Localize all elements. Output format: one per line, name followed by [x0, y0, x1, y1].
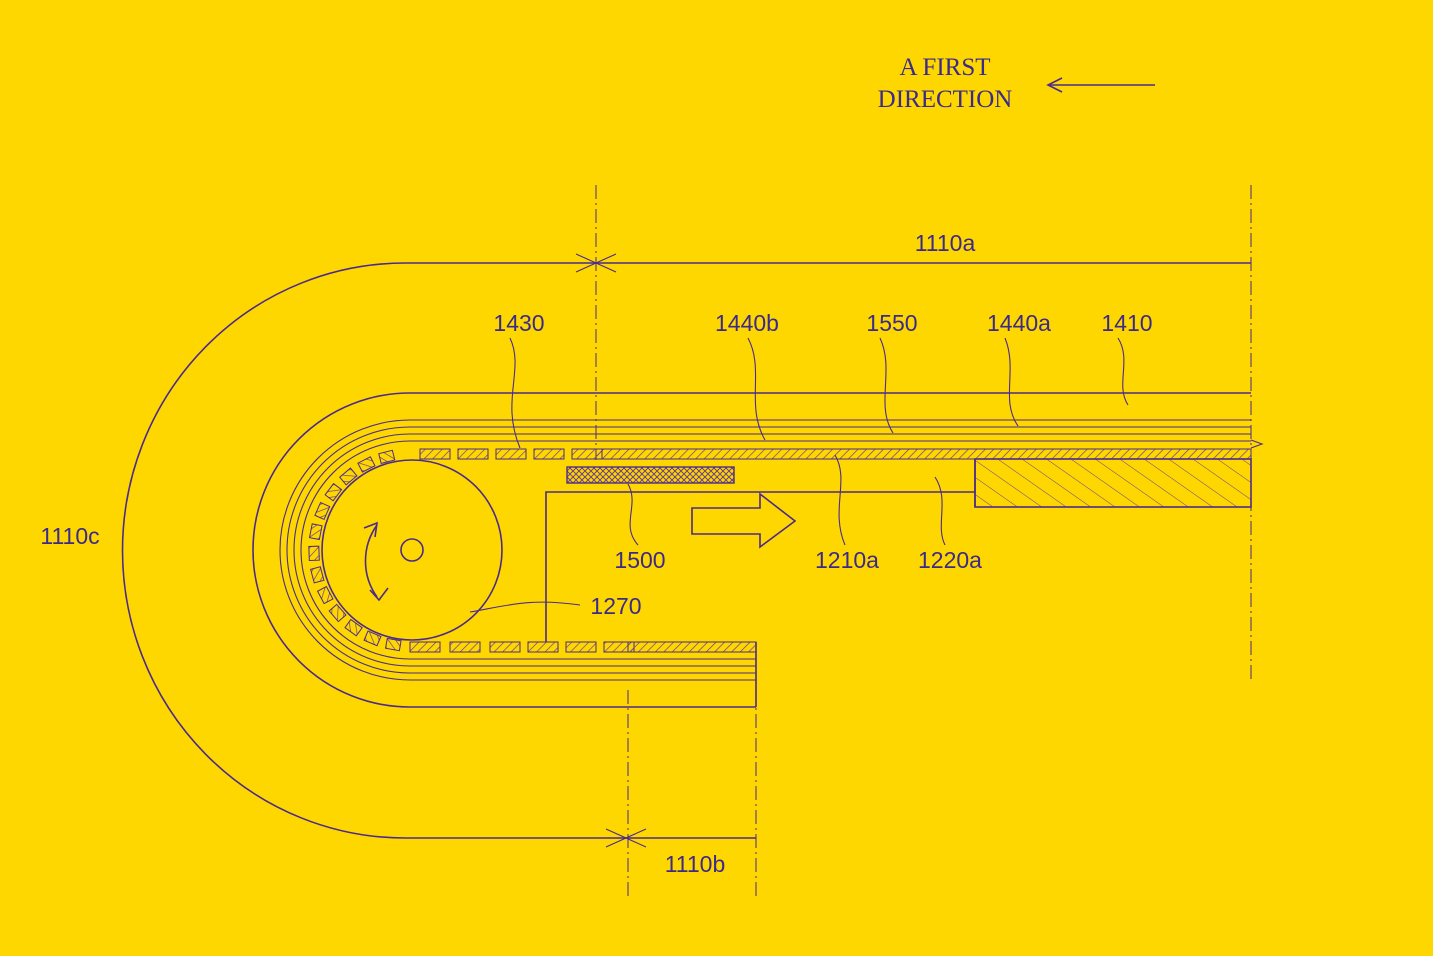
rotation-arrow-icon [363, 521, 389, 602]
plate-segment [378, 449, 396, 465]
plate-segment [316, 585, 334, 605]
reference-labels: 1110a 1110b 1110c 1430 1440b 1550 1440a … [40, 230, 1152, 877]
outer-boundary-1110 [121, 262, 1251, 839]
left-arrow-icon [1046, 77, 1155, 93]
bottom-plate-strip [627, 641, 757, 653]
plate-segment [409, 641, 441, 653]
plate-segment [384, 637, 402, 652]
plate-segment [457, 448, 489, 460]
plate-segment [339, 467, 358, 486]
plate-segment [344, 618, 363, 637]
label-1440b: 1440b [715, 310, 779, 336]
plate-segment [419, 448, 451, 460]
plate-segment [324, 482, 343, 502]
label-1220a: 1220a [918, 547, 982, 573]
plate-segment [308, 523, 323, 541]
first-direction-indicator: A FIRST DIRECTION [878, 54, 1155, 113]
reference-lines [595, 185, 1252, 900]
label-1210a: 1210a [815, 547, 879, 573]
plate-segment [310, 566, 325, 584]
label-1110c: 1110c [40, 523, 99, 549]
plate-segment [489, 641, 521, 653]
support-strip-1210a [595, 448, 1252, 460]
plate-segment [449, 641, 481, 653]
plate-segment [308, 545, 320, 562]
roller-1270 [321, 459, 503, 641]
block-1500 [566, 466, 735, 484]
label-1110a: 1110a [915, 230, 976, 256]
dimension-marker-bottom [605, 828, 647, 848]
plate-segment [533, 448, 565, 460]
plate-segment [495, 448, 527, 460]
slide-frame-1220a [545, 458, 1252, 642]
slide-direction-arrow-icon [691, 492, 797, 549]
plate-segment [571, 448, 603, 460]
label-1440a: 1440a [987, 310, 1051, 336]
plate-segment [357, 456, 376, 473]
direction-label-line1: A FIRST [899, 54, 990, 81]
label-1410: 1410 [1101, 310, 1152, 336]
flexible-display-layers [252, 392, 1264, 708]
plate-segment [565, 641, 597, 653]
segmented-plate-1430 [308, 448, 635, 653]
label-1430: 1430 [493, 310, 544, 336]
label-1110b: 1110b [665, 851, 726, 877]
direction-label-line2: DIRECTION [878, 86, 1013, 113]
leader-lines [469, 337, 1129, 613]
plate-segment [363, 630, 382, 647]
label-1500: 1500 [614, 547, 665, 573]
plate-segment [527, 641, 559, 653]
dimension-marker-top [575, 253, 617, 273]
label-1270: 1270 [590, 593, 641, 619]
plate-segment [314, 501, 331, 521]
plate-segment [328, 603, 347, 623]
label-1550: 1550 [866, 310, 917, 336]
